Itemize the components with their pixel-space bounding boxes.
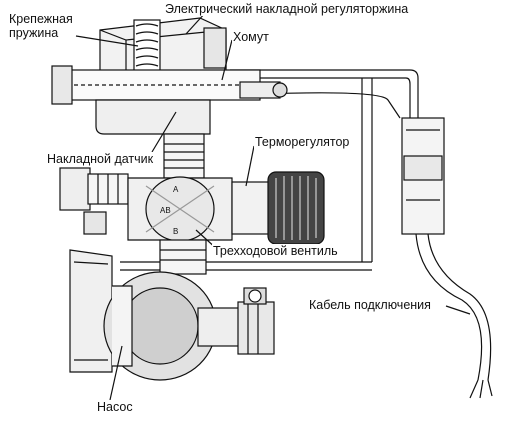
leader-cable bbox=[445, 305, 471, 315]
electric-regulator bbox=[99, 17, 227, 79]
port-mark-b: B bbox=[173, 227, 178, 236]
leader-sensor bbox=[151, 111, 177, 153]
regulator-pipe bbox=[51, 65, 288, 105]
port-mark-ab: AB bbox=[160, 206, 171, 215]
connection-cable bbox=[415, 233, 483, 381]
cable-junction-box bbox=[401, 117, 445, 235]
valve-port-marks: A AB B bbox=[160, 185, 179, 236]
leader-clamp bbox=[221, 39, 233, 81]
top-pipe bbox=[230, 69, 419, 120]
pump-stem bbox=[159, 239, 207, 275]
label-thermo: Терморегулятор bbox=[254, 135, 351, 149]
label-spring-line1: Крепежная bbox=[9, 12, 73, 26]
cable-ends bbox=[469, 379, 493, 399]
bottom-pipe bbox=[120, 261, 372, 271]
leader-thermo bbox=[245, 145, 255, 187]
leader-spring bbox=[75, 35, 139, 47]
label-pump: Насос bbox=[96, 400, 134, 414]
label-valve: Трехходовой вентиль bbox=[212, 244, 339, 258]
label-clamp: Хомут bbox=[232, 30, 270, 44]
port-mark-a: A bbox=[173, 185, 179, 194]
top-pipe-inner bbox=[230, 77, 411, 120]
three-way-valve-body bbox=[127, 176, 233, 242]
surface-sensor bbox=[95, 99, 211, 135]
connection-cable-2 bbox=[427, 233, 492, 381]
left-fitting bbox=[59, 167, 129, 235]
label-spring: Крепежная пружина bbox=[8, 12, 100, 40]
valve-stem bbox=[163, 133, 205, 179]
pump-body bbox=[69, 249, 275, 381]
thermo-head bbox=[231, 171, 325, 245]
label-cable: Кабель подключения bbox=[308, 298, 432, 312]
label-regulator: Электрический накладной регуляторжина bbox=[164, 2, 410, 16]
leader-pump bbox=[109, 345, 123, 401]
label-spring-line2: пружина bbox=[9, 26, 59, 40]
label-sensor: Накладной датчик bbox=[46, 152, 155, 166]
